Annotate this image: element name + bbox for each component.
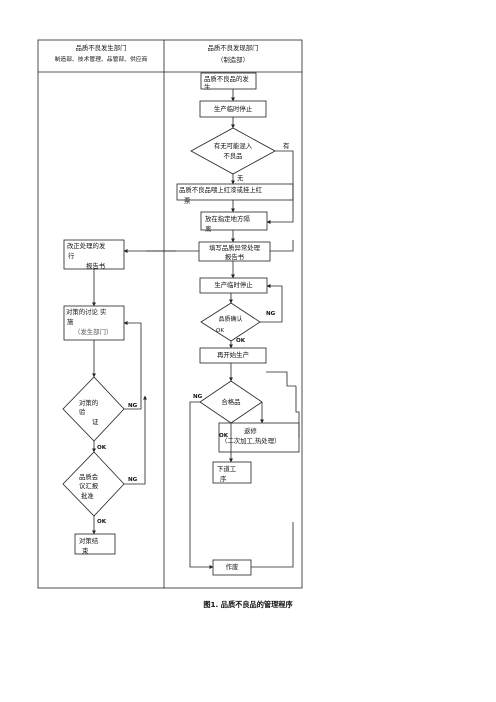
node-defect-occurs (200, 72, 257, 90)
flow-rework-back (295, 386, 300, 438)
decision-meeting-label: 品质会 (79, 473, 99, 481)
decision-verify-label-3: 证 (92, 418, 99, 426)
decision-verify-label: 对策的 (79, 399, 99, 407)
left-header-title: 品质不良发生部门 (75, 44, 127, 52)
decision-mix-no: 无 (237, 174, 244, 182)
node-isolate-label-2: 离 (205, 225, 212, 233)
decision-qualified-ok: OK (219, 433, 229, 439)
decision-verify-ng: NG (128, 403, 138, 409)
right-header-sub: （制造部） (217, 56, 249, 64)
node-defect-occurs-label: 品质不良品的发 (204, 75, 249, 83)
decision-mix-label-2: 不良品 (223, 152, 243, 160)
decision-mix-yes: 有 (283, 142, 290, 150)
decision-quality-ng: NG (266, 311, 276, 317)
decision-meeting-ok: OK (97, 519, 107, 525)
decision-quality-label: 品质确认 (218, 316, 243, 323)
node-restart (199, 347, 267, 364)
node-countermeasure-label-3: （发生部门） (74, 328, 113, 336)
node-mark-red-label-2: 票 (184, 197, 191, 205)
decision-meeting-label-2: 议汇报 (79, 482, 99, 490)
flow-l-ng1 (123, 321, 142, 410)
node-stop-production-1-label: 生产临时停止 (213, 105, 253, 113)
table-frame (37, 39, 303, 589)
node-defect-occurs-label-2: 生 (204, 83, 211, 91)
decision-verify-label-2: 验 (79, 408, 86, 416)
node-next-process-label-2: 序 (220, 475, 227, 483)
node-mark-red-label: 品质不良品喂上红漆或挂上红 (179, 186, 263, 194)
left-header-sub: 制造部、技术管理、品管部、供应商 (54, 57, 148, 63)
figure-caption: 图1. 品质不良品的管理程序 (203, 600, 293, 609)
decision-qualified-label: 合格品 (221, 398, 241, 406)
decision-quality-ok: OK (236, 338, 246, 344)
decision-verify-ok: OK (97, 445, 107, 451)
flow-l-ng2 (124, 395, 147, 485)
decision-meeting-label-3: 批准 (81, 492, 94, 500)
flow-ng-to-scrap (189, 401, 214, 569)
right-header-title: 品质不良发现部门 (207, 44, 259, 52)
node-rework-label: 返修 (244, 427, 257, 435)
flow-report-loop (270, 240, 294, 252)
node-stop-production-2-label: 生产临时停止 (214, 281, 253, 289)
flow-restart-right (266, 371, 296, 387)
decision-mix-possible (190, 127, 276, 175)
decision-quality-label-2: OK (216, 328, 225, 334)
flow-ng-loop (260, 284, 283, 323)
flow-yes-branch (266, 150, 294, 224)
node-correction-report-label-3: 报告书 (86, 262, 106, 270)
node-countermeasure-label-2: 施 (67, 318, 74, 326)
node-countermeasure-end-label: 对策结 (79, 537, 99, 545)
node-restart-label: 再开始生产 (217, 351, 249, 359)
node-isolate-label: 放在指定地方隔 (205, 215, 250, 223)
node-rework-label-2: （二次加工,热处理） (221, 437, 281, 445)
node-scrap-label: 作废 (225, 563, 239, 571)
decision-mix-label: 有无可能混入 (213, 142, 253, 150)
node-fill-report-label-2: 报告书 (224, 253, 245, 261)
flow-scrap-right (251, 522, 294, 568)
decision-qualified-ng: NG (193, 394, 203, 400)
node-fill-report-label: 填写品质异常处理 (208, 244, 261, 252)
decision-verify (62, 376, 125, 442)
node-correction-report-label: 改正处理的发 (67, 242, 106, 250)
node-countermeasure-label: 对策的讨论 实 (66, 308, 107, 316)
node-countermeasure-end-label-2: 束 (82, 547, 89, 555)
node-correction-report-label-2: 行 (68, 252, 75, 260)
decision-meeting-ng: NG (128, 477, 138, 483)
node-next-process-label: 下道工 (217, 465, 237, 473)
